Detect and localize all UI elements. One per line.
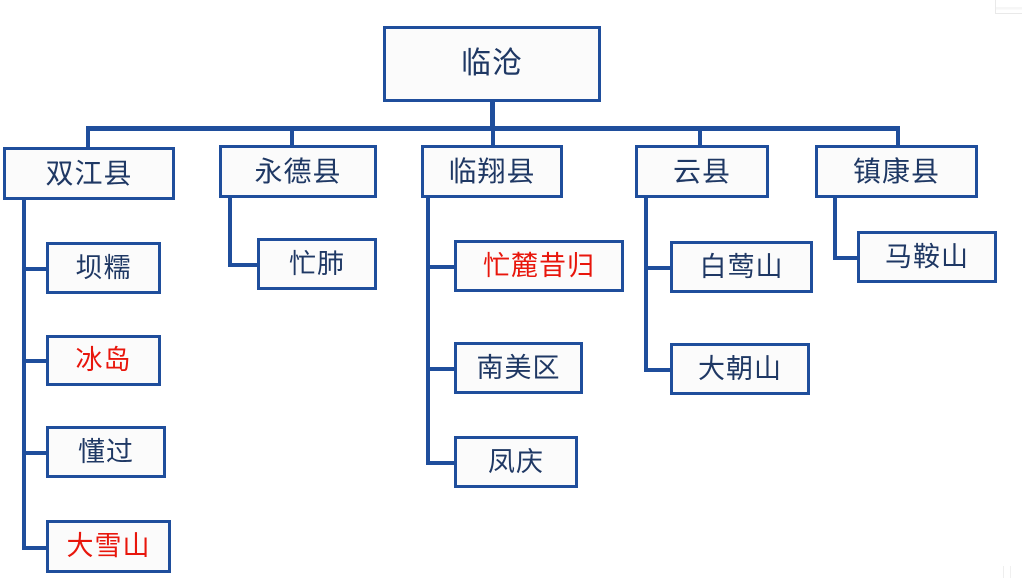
node-label: 大雪山: [66, 531, 151, 562]
node-label: 大朝山: [698, 353, 782, 385]
scan-artifact-bottom-right: [994, 566, 1011, 578]
connector-stub-baiyingshan: [644, 266, 672, 270]
connector-stub-daxueshan: [22, 546, 48, 550]
connector-drop-shuangjiang: [86, 126, 90, 148]
connector-trunk-shuangjiang: [22, 198, 26, 550]
node-label: 坝糯: [75, 252, 132, 284]
node-dongguo[interactable]: 懂过: [46, 426, 166, 478]
node-label: 忙麓昔归: [483, 250, 595, 282]
node-mangfei[interactable]: 忙肺: [257, 238, 377, 290]
node-label: 懂过: [78, 436, 134, 468]
connector-stub-dachaoshan: [644, 368, 672, 372]
connector-stub-bingdao: [22, 359, 48, 363]
node-bingdao[interactable]: 冰岛: [46, 335, 161, 386]
node-label: 南美区: [476, 352, 561, 384]
connector-drop-yongde: [290, 126, 294, 148]
connector-trunk-yunxian: [644, 198, 648, 372]
node-daxueshan[interactable]: 大雪山: [46, 520, 171, 573]
node-linxiang-county[interactable]: 临翔县: [421, 145, 563, 198]
node-label: 冰岛: [75, 345, 132, 376]
node-nanmei-district[interactable]: 南美区: [454, 342, 583, 394]
connector-trunk-yongde: [228, 198, 232, 265]
node-yongde-county[interactable]: 永德县: [219, 145, 377, 198]
connector-stub-maanshan: [833, 256, 859, 260]
connector-stub-dongguo: [22, 451, 48, 455]
connector-stub-nanmei: [426, 367, 456, 371]
connector-stub-manglu-xigui: [426, 265, 456, 269]
node-label: 忙肺: [289, 248, 345, 280]
connector-drop-linxiang: [491, 126, 495, 148]
node-label: 马鞍山: [885, 241, 969, 273]
node-baiyingshan[interactable]: 白莺山: [670, 241, 813, 293]
node-yun-county[interactable]: 云县: [635, 145, 769, 198]
node-label: 云县: [672, 154, 731, 188]
node-fengqing[interactable]: 凤庆: [454, 436, 578, 488]
connector-stub-mangfei: [228, 263, 259, 267]
node-dachaoshan[interactable]: 大朝山: [670, 343, 810, 395]
node-label: 临沧: [461, 46, 523, 81]
connector-stub-fengqing: [426, 461, 456, 465]
node-label: 双江县: [45, 156, 133, 190]
connector-root-stem: [490, 100, 495, 129]
connector-stub-bannuo: [22, 267, 48, 271]
node-label: 永德县: [254, 154, 342, 188]
node-bannuo[interactable]: 坝糯: [46, 242, 161, 294]
connector-drop-yunxian: [698, 126, 702, 148]
node-label: 凤庆: [488, 446, 544, 478]
node-label: 临翔县: [448, 154, 536, 188]
node-zhenkang-county[interactable]: 镇康县: [815, 145, 978, 198]
node-maanshan[interactable]: 马鞍山: [857, 231, 997, 283]
connector-trunk-zhenkang: [833, 198, 837, 260]
node-shuangjiang-county[interactable]: 双江县: [3, 147, 175, 200]
connector-trunk-linxiang: [426, 198, 430, 465]
node-label: 白莺山: [699, 251, 784, 283]
node-label: 镇康县: [852, 154, 940, 188]
node-manglu-xigui[interactable]: 忙麓昔归: [454, 240, 624, 292]
connector-drop-zhenkang: [896, 126, 900, 148]
scan-artifact-top-right: [995, 0, 1022, 14]
node-root-lincang[interactable]: 临沧: [383, 26, 601, 102]
